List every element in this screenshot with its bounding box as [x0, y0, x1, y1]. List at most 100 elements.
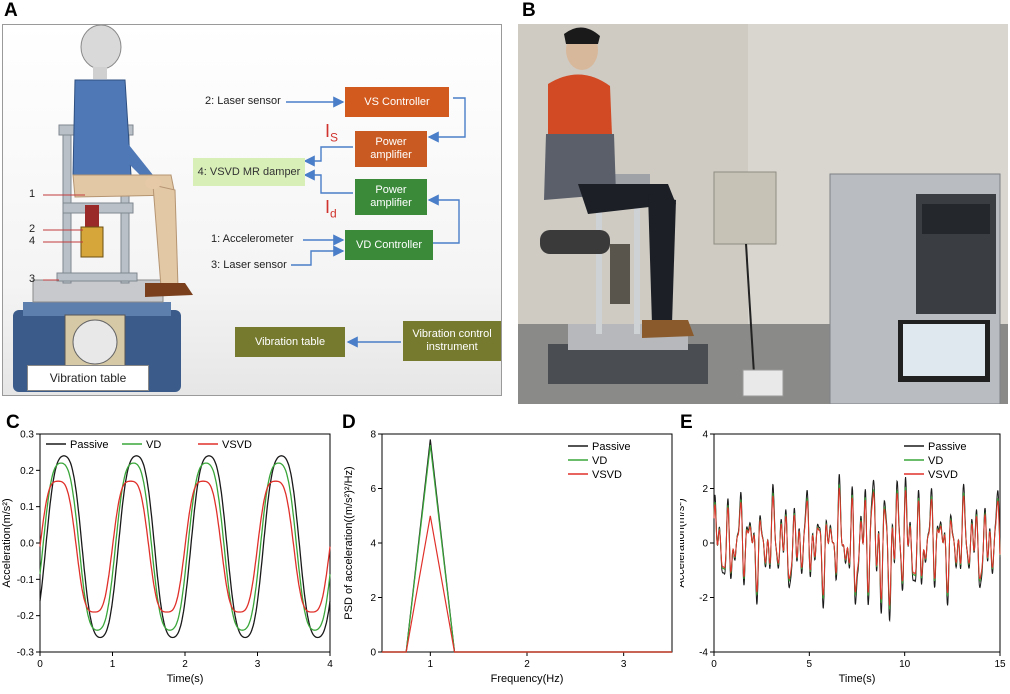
- laser-sensor-top-label: 2: Laser sensor: [205, 95, 281, 107]
- part-number-4: 4: [29, 235, 36, 247]
- figure-drawing: [72, 25, 193, 297]
- chart-c-xlabel: Time(s): [167, 673, 204, 685]
- chart-c-series-passive: [39, 455, 331, 639]
- part-number-2: 2: [29, 223, 36, 235]
- chart-c-ytick-label-1: -0.2: [17, 611, 35, 622]
- accelerometer-label: 1: Accelerometer: [211, 233, 294, 245]
- chart-c-xtick-label-2: 2: [182, 659, 188, 670]
- chart-c-ytick-label-2: -0.1: [17, 575, 35, 586]
- chart-e-xtick-label-2: 10: [899, 659, 911, 670]
- schematic-diagram: 1 2 4 3 2: Laser sensor 1: Accelerometer…: [2, 24, 502, 396]
- panel-label-e: E: [680, 412, 693, 433]
- vibration-control-box: Vibration control instrument: [403, 321, 501, 361]
- chart-e-ylabel: Acceleration(m/s²): [680, 498, 687, 587]
- chart-c-xtick-label-4: 4: [327, 659, 333, 670]
- current-is-subscript: S: [330, 130, 339, 145]
- chart-e-ytick-label-2: 0: [702, 539, 708, 550]
- part-number-1: 1: [29, 188, 36, 200]
- vibration-table-box-label: Vibration table: [254, 335, 326, 348]
- damper-box: 4: VSVD MR damper: [193, 158, 305, 186]
- chart-d-ytick-label-1: 2: [370, 593, 376, 604]
- chart-e-legend-label-1: VD: [928, 455, 943, 467]
- power-amplifier-1-line-2: amplifier: [370, 149, 412, 161]
- chart-c-xtick-label-3: 3: [255, 659, 261, 670]
- current-id-subscript: d: [330, 206, 337, 221]
- current-id: Id: [325, 197, 337, 221]
- chart-e-xtick-label-1: 5: [807, 659, 813, 670]
- chart-d-legend-label-2: VSVD: [592, 469, 622, 481]
- chart-c-ytick-label-3: 0.0: [20, 539, 34, 550]
- photo-illustration: [518, 24, 1008, 404]
- chart-e-plot-frame: [713, 433, 1001, 653]
- chart-c-ytick-label-5: 0.2: [20, 466, 34, 477]
- chart-c-series-vsvd: [39, 480, 331, 613]
- chart-e-legend-label-0: Passive: [928, 441, 967, 453]
- vd-controller-label: VD Controller: [355, 238, 423, 251]
- chart-d-xtick-label-2: 3: [621, 659, 627, 670]
- chart-d-legend-label-1: VD: [592, 455, 607, 467]
- vibration-table-box: Vibration table: [235, 327, 345, 357]
- chart-d-series-vsvd: [382, 515, 672, 653]
- chart-c-legend-label-0: Passive: [70, 439, 109, 451]
- power-amplifier-1-line-1: Power: [375, 136, 407, 148]
- chart-d-ytick-label-4: 8: [370, 430, 376, 441]
- power-amplifier-2-line-1: Power: [375, 184, 407, 196]
- chart-d-ytick-label-3: 6: [370, 484, 376, 495]
- power-amplifier-box-1: Power amplifier: [355, 131, 427, 167]
- current-is: IS: [325, 121, 338, 145]
- chart-d-ylabel: PSD of acceleration((m/s²)²/Hz): [343, 466, 355, 619]
- vibration-control-line-2: instrument: [426, 341, 478, 353]
- damper-label: 4: VSVD MR damper: [197, 165, 301, 178]
- power-amplifier-box-2: Power amplifier: [355, 179, 427, 215]
- chart-c-series-vd: [39, 462, 331, 631]
- chart-c-ytick-label-0: -0.3: [17, 648, 35, 659]
- laser-sensor-bottom-label: 3: Laser sensor: [211, 259, 287, 271]
- chart-e-xtick-label-0: 0: [711, 659, 717, 670]
- chart-e-xlabel: Time(s): [839, 673, 876, 685]
- chart-c-legend-label-1: VD: [146, 439, 161, 451]
- chart-d-ytick-label-2: 4: [370, 539, 376, 550]
- vibration-table-label: Vibration table: [49, 370, 127, 385]
- chart-c-xtick-label-1: 1: [110, 659, 116, 670]
- chart-e-ytick-label-4: 4: [702, 430, 708, 441]
- chart-c-xtick-label-0: 0: [37, 659, 43, 670]
- panel-label-d: D: [342, 412, 356, 433]
- chart-e-series-vsvd: [713, 487, 1001, 607]
- chart-d-legend-label-0: Passive: [592, 441, 631, 453]
- chart-d-xtick-label-0: 1: [428, 659, 434, 670]
- chart-e-ytick-label-0: -4: [699, 648, 708, 659]
- vs-controller-box: VS Controller: [345, 87, 449, 117]
- current-id-symbol: I: [325, 197, 331, 217]
- vs-controller-label: VS Controller: [364, 95, 430, 108]
- electrical-box: [713, 171, 777, 245]
- chart-e-legend-label-2: VSVD: [928, 469, 958, 481]
- panel-label-a: A: [4, 0, 18, 21]
- panel-label-b: B: [522, 0, 536, 21]
- vd-controller-box: VD Controller: [345, 230, 433, 260]
- chart-d-series-vd: [382, 444, 672, 653]
- chart-c-ytick-label-4: 0.1: [20, 502, 34, 513]
- rig-base: [548, 344, 708, 384]
- chart-c-legend-label-2: VSVD: [222, 439, 252, 451]
- chart-c-ylabel: Acceleration(m/s²): [1, 498, 13, 587]
- current-is-symbol: I: [325, 121, 331, 141]
- vibration-table-label-box: Vibration table: [27, 365, 149, 391]
- chart-c-ytick-label-6: 0.3: [20, 430, 34, 441]
- vibration-control-line-1: Vibration control: [412, 328, 492, 340]
- chart-d-xtick-label-1: 2: [524, 659, 530, 670]
- chart-d-ytick-label-0: 0: [370, 648, 376, 659]
- panel-label-c: C: [6, 412, 20, 433]
- chart-e-ytick-label-1: -2: [699, 593, 708, 604]
- experiment-photo: [518, 24, 1008, 404]
- chart-d-xlabel: Frequency(Hz): [491, 673, 564, 685]
- chart-e-ytick-label-3: 2: [702, 484, 708, 495]
- part-number-3: 3: [29, 273, 36, 285]
- chart-e-xtick-label-3: 15: [994, 659, 1006, 670]
- power-amplifier-2-line-2: amplifier: [370, 197, 412, 209]
